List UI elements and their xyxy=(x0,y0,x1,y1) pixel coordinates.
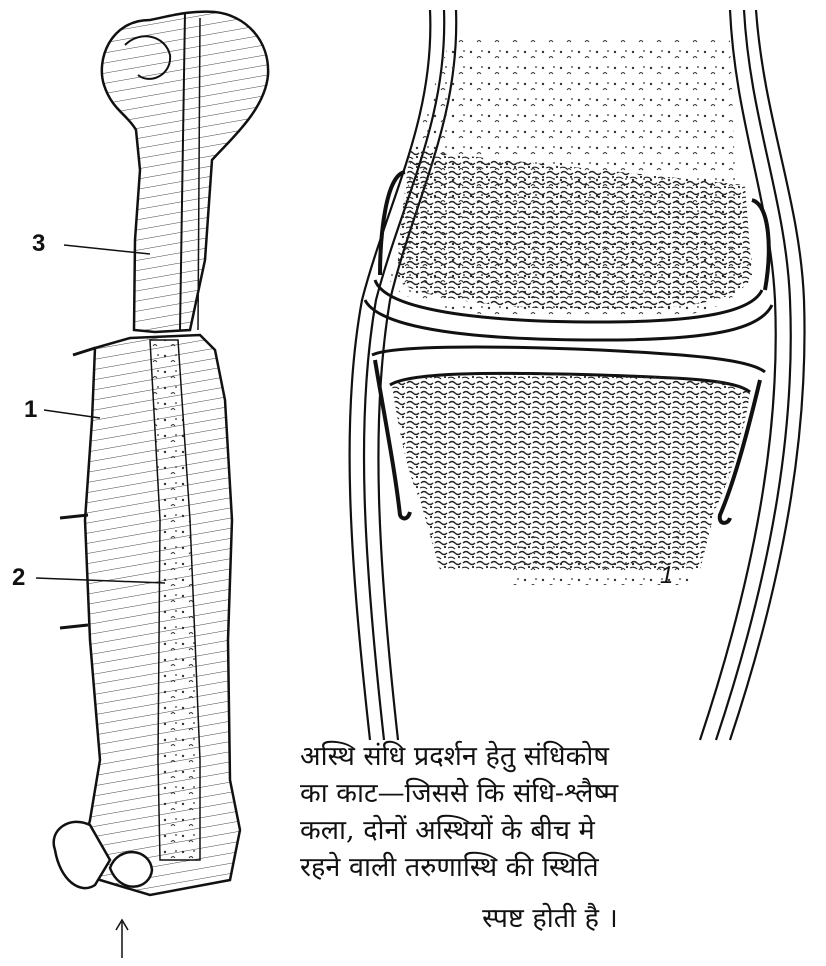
label-1: 1 xyxy=(24,396,37,424)
label-2: 2 xyxy=(12,564,25,592)
label-joint-1: 1 xyxy=(660,562,673,590)
caption-line-5: स्पष्ट होती है । xyxy=(300,900,800,937)
joint-section-drawing xyxy=(350,10,805,740)
lower-bone-spongy xyxy=(392,374,750,570)
caption-line-1: अस्थि संधि प्रदर्शन हेतु संधिकोष xyxy=(300,738,800,775)
caption-line-2: का काट—जिससे कि संधि-श्लैष्म xyxy=(300,775,800,812)
arrow-glyph: ↑ xyxy=(112,905,114,907)
long-bone-drawing xyxy=(36,12,268,958)
caption-line-3: कला, दोनों अस्थियों के बीच मे xyxy=(300,812,800,849)
figure-caption: अस्थि संधि प्रदर्शन हेतु संधिकोष का काट—… xyxy=(300,738,800,937)
label-3: 3 xyxy=(32,230,45,258)
caption-line-4: रहने वाली तरुणास्थि की स्थिति xyxy=(300,849,800,886)
